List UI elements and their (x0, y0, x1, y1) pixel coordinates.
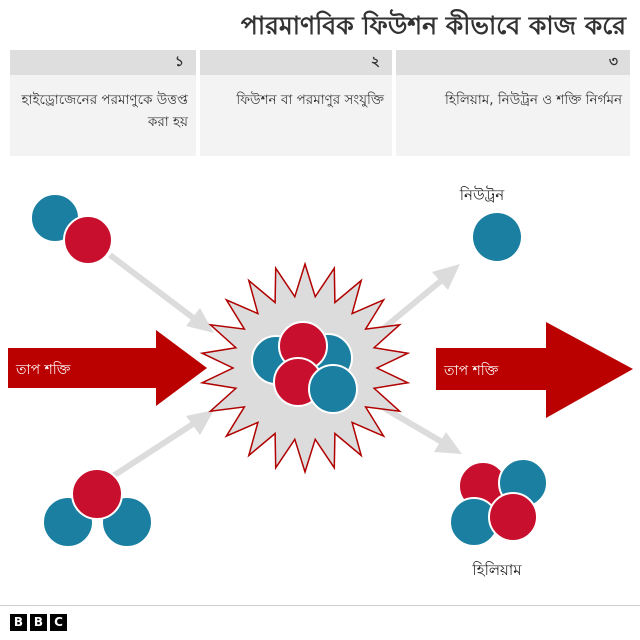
footer-divider (0, 605, 640, 606)
bbc-logo-b2: B (30, 614, 47, 631)
step-2-number: ২ (200, 50, 392, 75)
output-arrow-neutron (384, 264, 460, 328)
step-3: ৩ হিলিয়াম, নিউট্রন ও শক্তি নির্গমন (396, 50, 630, 156)
steps-table: ১ হাইড্রোজেনের পরমাণুকে উত্তপ্ত করা হয় … (10, 50, 630, 156)
bbc-logo: B B C (10, 614, 67, 631)
neutron (309, 365, 357, 413)
hydrogen-nucleus-bottom (43, 469, 152, 547)
step-3-number: ৩ (396, 50, 630, 75)
step-1-text: হাইড্রোজেনের পরমাণুকে উত্তপ্ত করা হয় (10, 75, 196, 133)
proton (64, 216, 112, 264)
free-neutron (473, 213, 521, 261)
page-title: পারমাণবিক ফিউশন কীভাবে কাজ করে (241, 6, 626, 49)
step-3-text: হিলিয়াম, নিউট্রন ও শক্তি নির্গমন (396, 75, 630, 111)
proton (489, 493, 537, 541)
input-arrow-top (110, 255, 214, 333)
helium-label: হিলিয়াম (471, 561, 522, 579)
neutron-label: নিউট্রন (459, 186, 506, 204)
bbc-logo-c: C (50, 614, 67, 631)
heat-energy-in-label: তাপ শক্তি (15, 361, 71, 378)
step-1: ১ হাইড্রোজেনের পরমাণুকে উত্তপ্ত করা হয় (10, 50, 196, 156)
helium-nucleus (450, 459, 547, 546)
bbc-logo-b1: B (10, 614, 27, 631)
step-2-text: ফিউশন বা পরমাণুর সংযুক্তি (200, 75, 392, 111)
heat-energy-out-label: তাপ শক্তি (443, 362, 499, 379)
step-2: ২ ফিউশন বা পরমাণুর সংযুক্তি (200, 50, 392, 156)
step-1-number: ১ (10, 50, 196, 75)
input-arrow-bottom (110, 410, 214, 478)
proton (72, 469, 122, 519)
hydrogen-nucleus-top (31, 194, 112, 264)
fusion-diagram: তাপ শক্তি তাপ শক্তি নিউট্রন হিলিয়াম (0, 160, 640, 600)
output-arrow-helium (384, 408, 462, 454)
